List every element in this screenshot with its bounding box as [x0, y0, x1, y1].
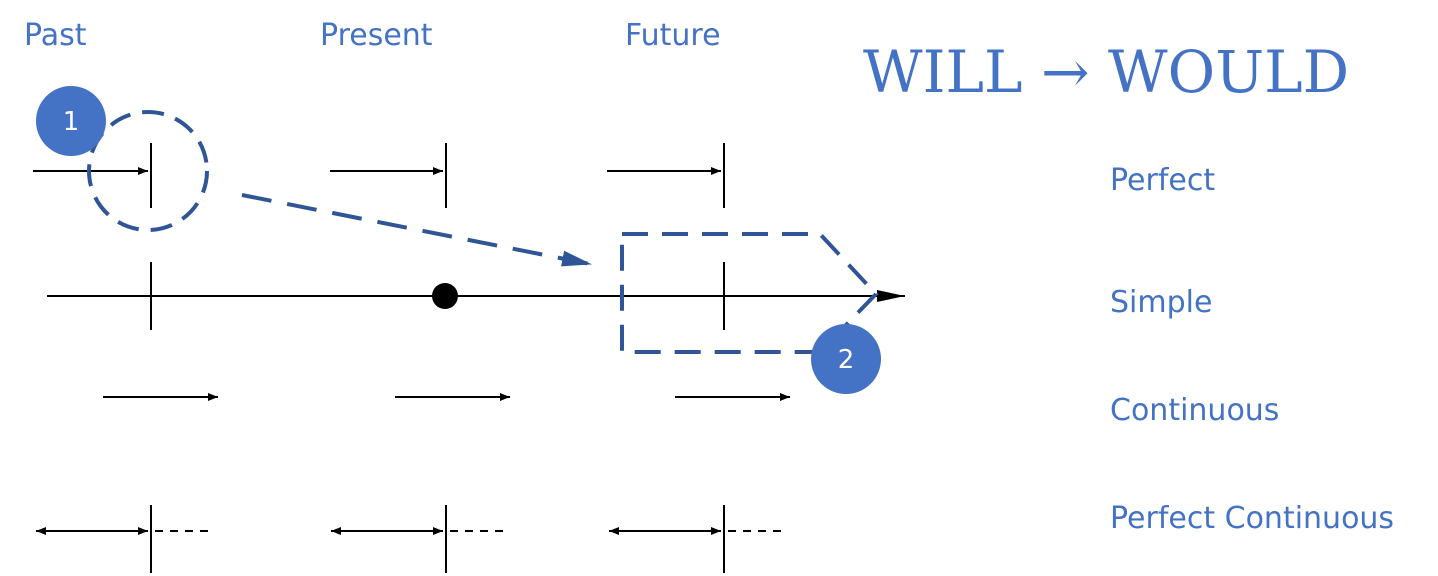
- time-label-present: Present: [320, 18, 433, 53]
- badge-1: 1: [36, 86, 106, 156]
- tense-label-perfect-continuous: Perfect Continuous: [1110, 501, 1395, 536]
- badge-1-label: 1: [63, 107, 80, 137]
- diagram-title: WILL → WOULD: [863, 38, 1350, 106]
- transfer-dashed-arrow: [241, 193, 592, 267]
- tense-label-continuous: Continuous: [1110, 393, 1280, 428]
- perfect-continuous-row: [36, 505, 783, 573]
- tense-label-perfect: Perfect: [1110, 163, 1216, 198]
- past-perfect-highlight-circle: [87, 110, 209, 232]
- badge-2-label: 2: [838, 345, 855, 375]
- present-point: [432, 283, 458, 309]
- time-label-past: Past: [24, 18, 87, 53]
- tense-label-simple: Simple: [1110, 285, 1213, 320]
- time-label-future: Future: [625, 18, 721, 53]
- simple-row: [47, 262, 905, 330]
- badge-2: 2: [811, 324, 881, 394]
- perfect-row: [33, 143, 725, 208]
- future-simple-highlight-box: [620, 232, 879, 354]
